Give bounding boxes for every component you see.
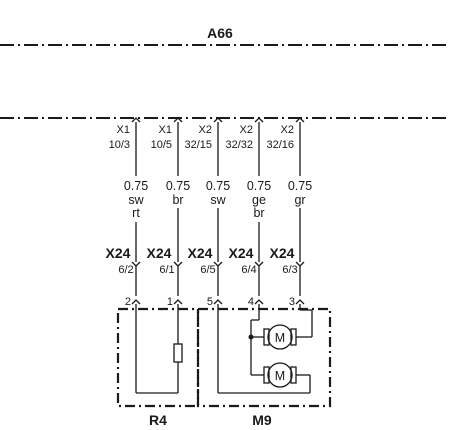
wires-lower xyxy=(135,266,301,296)
top-pin-4: X2 32/32 xyxy=(225,124,253,151)
connector-marks xyxy=(131,261,305,267)
connector-pin: 6/3 xyxy=(282,264,297,276)
wire-color-2: br xyxy=(253,206,264,220)
component-label-m9: M9 xyxy=(252,412,272,428)
wire-spec-4: 0.75 ge br xyxy=(247,179,271,220)
connector-pin: 6/5 xyxy=(200,264,215,276)
top-pin-connector: X2 xyxy=(281,124,294,136)
connector-pin: 6/4 xyxy=(241,264,256,276)
wire-color-1: sw xyxy=(128,193,144,207)
wire-color-1: gr xyxy=(294,193,305,207)
component-r4-box xyxy=(116,307,200,408)
component-pin-labels: 2 1 5 4 3 xyxy=(125,296,295,308)
wire-color-1: br xyxy=(172,193,183,207)
component-label-r4: R4 xyxy=(149,412,167,428)
wires-upper xyxy=(135,122,301,176)
wire-spec-2: 0.75 br xyxy=(166,179,190,207)
connector-x24-4: X24 6/4 xyxy=(229,245,257,276)
connector-name: X24 xyxy=(270,245,295,261)
wire-color-2: rt xyxy=(132,206,140,220)
connector-x24-5: X24 6/3 xyxy=(270,245,298,276)
top-pin-connector: X1 xyxy=(117,124,130,136)
top-pin-2: X1 10/5 xyxy=(151,124,172,151)
top-pin-5: X2 32/16 xyxy=(266,124,294,151)
motor-symbol: M xyxy=(275,369,285,383)
wire-size: 0.75 xyxy=(124,179,148,193)
wire-spec-3: 0.75 sw xyxy=(206,179,230,207)
motor-2: M xyxy=(263,362,297,388)
junction-dot xyxy=(248,334,254,340)
top-pin-number: 32/15 xyxy=(184,139,212,151)
component-pin: 4 xyxy=(248,296,254,308)
connector-x24-2: X24 6/1 xyxy=(147,245,175,276)
wire-color-1: sw xyxy=(210,193,226,207)
component-pin-marks xyxy=(131,299,305,305)
top-pin-connector: X2 xyxy=(240,124,253,136)
wire-size: 0.75 xyxy=(288,179,312,193)
wire-spec-1: 0.75 sw rt xyxy=(124,179,148,220)
top-pin-number: 10/3 xyxy=(109,139,130,151)
wires-middle xyxy=(135,208,301,262)
wire-size: 0.75 xyxy=(206,179,230,193)
connector-name: X24 xyxy=(106,245,131,261)
top-pin-1: X1 10/3 xyxy=(109,124,130,151)
top-pin-number: 32/16 xyxy=(266,139,294,151)
top-pin-connector: X1 xyxy=(159,124,172,136)
wire-size: 0.75 xyxy=(166,179,190,193)
resistor-r4 xyxy=(135,304,183,394)
connector-x24-1: X24 6/2 xyxy=(106,245,134,276)
motor-m9-circuit xyxy=(217,304,313,394)
connector-name: X24 xyxy=(188,245,213,261)
connector-x24-3: X24 6/5 xyxy=(188,245,216,276)
component-m9-box xyxy=(196,307,332,408)
connector-pin: 6/2 xyxy=(118,264,133,276)
top-pin-3: X2 32/15 xyxy=(184,124,212,151)
top-pin-connector: X2 xyxy=(199,124,212,136)
wire-size: 0.75 xyxy=(247,179,271,193)
component-pin: 3 xyxy=(289,296,295,308)
component-pin: 5 xyxy=(207,296,213,308)
component-pin: 2 xyxy=(125,296,131,308)
top-terminal-marks xyxy=(131,117,305,123)
top-pin-number: 10/5 xyxy=(151,139,172,151)
connector-name: X24 xyxy=(147,245,172,261)
connector-name: X24 xyxy=(229,245,254,261)
motor-symbol: M xyxy=(275,331,285,345)
motor-1: M xyxy=(263,324,297,350)
component-pin: 1 xyxy=(167,296,173,308)
top-pin-number: 32/32 xyxy=(225,139,253,151)
module-label: A66 xyxy=(207,25,233,41)
connector-pin: 6/1 xyxy=(159,264,174,276)
wire-spec-5: 0.75 gr xyxy=(288,179,312,207)
wire-color-1: ge xyxy=(252,193,266,207)
